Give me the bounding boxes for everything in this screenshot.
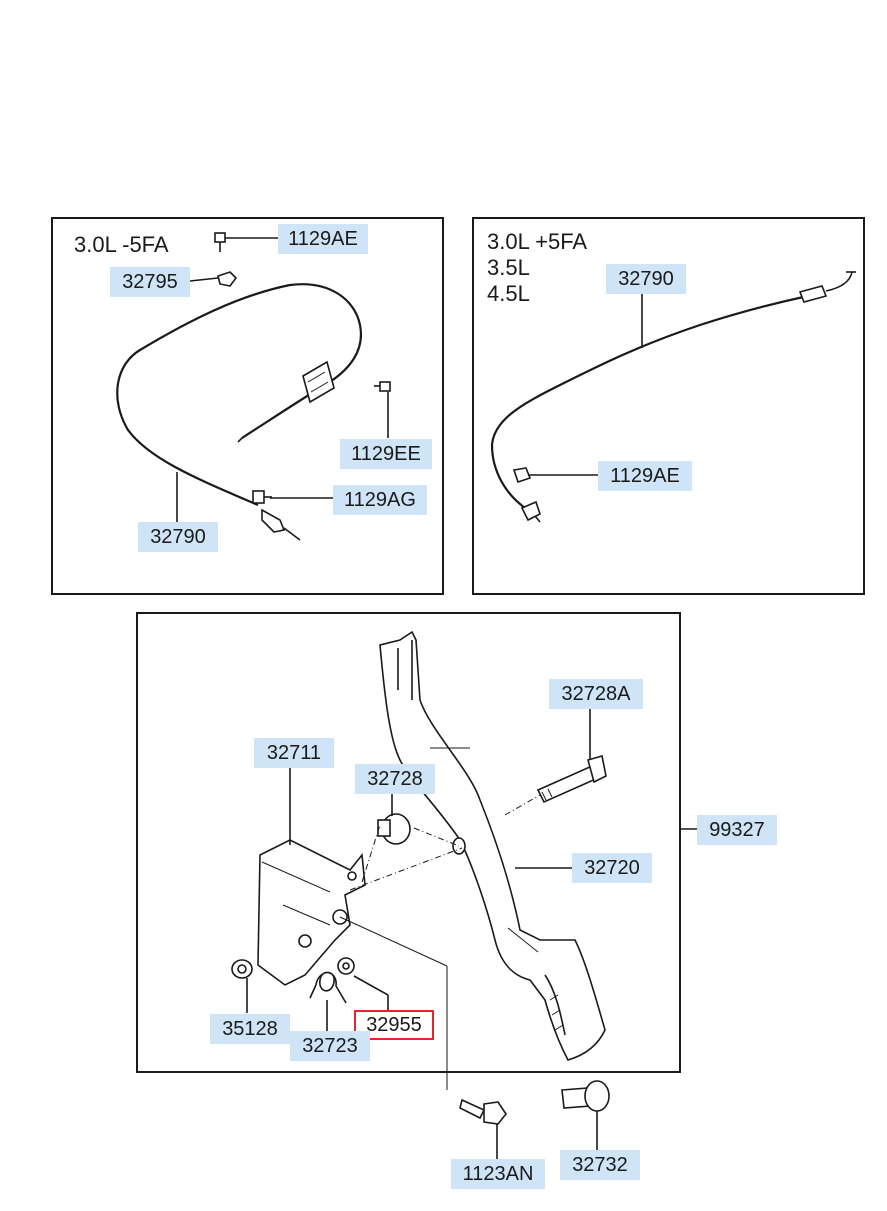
part-label-1129AE-right[interactable]: 1129AE xyxy=(598,461,692,491)
clip-32795-drawing xyxy=(217,271,238,287)
part-label-32728A[interactable]: 32728A xyxy=(549,679,643,709)
variant-line-tr-3: 4.5L xyxy=(487,281,530,306)
part-label-32790-right[interactable]: 32790 xyxy=(606,264,686,294)
stopper-32732-drawing xyxy=(561,1080,610,1112)
part-label-1123AN[interactable]: 1123AN xyxy=(451,1159,545,1189)
part-label-32795[interactable]: 32795 xyxy=(110,267,190,297)
spring-32723-drawing xyxy=(309,971,347,1004)
part-label-32955-selected[interactable]: 32955 xyxy=(354,1010,434,1040)
part-label-1129AE-left[interactable]: 1129AE xyxy=(278,224,368,254)
pedal-arm-32720-drawing xyxy=(379,630,606,1061)
part-label-32732[interactable]: 32732 xyxy=(560,1150,640,1180)
bolt-1129AE-right-drawing xyxy=(512,467,532,484)
variant-line-tr-2: 3.5L xyxy=(487,255,530,280)
cable-32790-right-drawing xyxy=(490,271,856,523)
washer-32955-drawing xyxy=(337,957,355,975)
part-label-32723[interactable]: 32723 xyxy=(290,1031,370,1061)
panel-top-left xyxy=(51,217,444,595)
panel-top-right xyxy=(472,217,865,595)
washer-35128-drawing xyxy=(231,959,253,979)
bolt-1129AE-left-drawing xyxy=(214,232,226,252)
part-label-99327[interactable]: 99327 xyxy=(697,815,777,845)
bolt-1129EE-drawing xyxy=(374,381,391,392)
part-label-32711[interactable]: 32711 xyxy=(254,738,334,768)
part-label-32790-left[interactable]: 32790 xyxy=(138,522,218,552)
part-label-32728[interactable]: 32728 xyxy=(355,764,435,794)
variant-line-tr-1: 3.0L +5FA xyxy=(487,229,588,254)
bolt-1123AN-drawing xyxy=(459,1098,507,1125)
bushing-32728-drawing xyxy=(377,813,411,845)
panel-main xyxy=(136,612,681,1073)
bracket-32711-drawing xyxy=(257,839,366,986)
variant-line-tl-1: 3.0L -5FA xyxy=(74,232,169,257)
bolt-1129AG-drawing xyxy=(252,490,272,504)
cable-32790-left-drawing xyxy=(116,283,363,541)
part-label-35128[interactable]: 35128 xyxy=(210,1014,290,1044)
part-label-32720[interactable]: 32720 xyxy=(572,853,652,883)
bolt-32728A-drawing xyxy=(536,754,607,804)
part-label-1129EE[interactable]: 1129EE xyxy=(340,439,432,469)
part-label-1129AG[interactable]: 1129AG xyxy=(333,485,427,515)
